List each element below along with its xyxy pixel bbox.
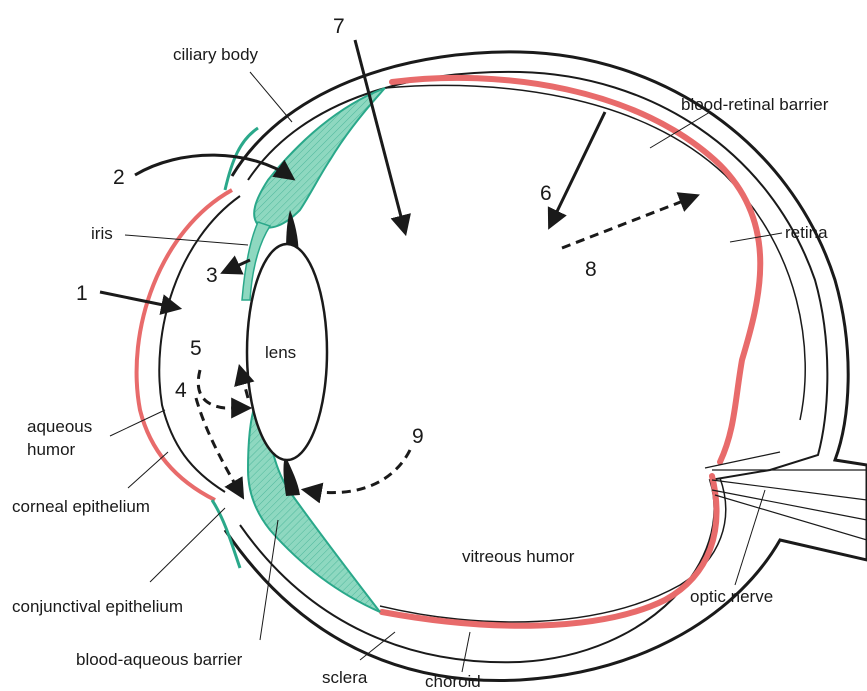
label-lens: lens xyxy=(265,343,296,362)
arrow-8 xyxy=(562,196,696,248)
label-iris: iris xyxy=(91,224,113,243)
number-9: 9 xyxy=(412,425,424,448)
cornea-outer xyxy=(137,190,232,500)
label-conjunctival-epithelium: conjunctival epithelium xyxy=(12,597,183,616)
label-aqueous-humor-1: aqueous xyxy=(27,417,92,436)
leader-lines xyxy=(110,72,782,672)
label-aqueous-humor-2: humor xyxy=(27,440,76,459)
number-3: 3 xyxy=(206,264,218,287)
number-7: 7 xyxy=(333,15,345,38)
retina-upper xyxy=(392,78,760,462)
label-blood-retinal-barrier: blood-retinal barrier xyxy=(681,95,829,114)
label-optic-nerve: optic nerve xyxy=(690,587,773,606)
arrow-4 xyxy=(196,398,242,496)
number-4: 4 xyxy=(175,379,187,402)
arrow-2 xyxy=(135,155,292,178)
ciliary-body-upper xyxy=(254,88,385,228)
number-5: 5 xyxy=(190,337,202,360)
label-retina: retina xyxy=(785,223,828,242)
label-corneal-epithelium: corneal epithelium xyxy=(12,497,150,516)
arrow-9 xyxy=(305,450,410,493)
arrow-1 xyxy=(100,292,178,308)
label-blood-aqueous-barrier: blood-aqueous barrier xyxy=(76,650,243,669)
label-choroid: choroid xyxy=(425,672,481,691)
number-1: 1 xyxy=(76,282,88,305)
label-vitreous-humor: vitreous humor xyxy=(462,547,575,566)
arrow-6 xyxy=(550,112,605,226)
number-6: 6 xyxy=(540,182,552,205)
label-ciliary-body: ciliary body xyxy=(173,45,259,64)
number-2: 2 xyxy=(113,166,125,189)
number-8: 8 xyxy=(585,258,597,281)
label-sclera: sclera xyxy=(322,668,368,687)
arrow-7 xyxy=(355,40,405,232)
